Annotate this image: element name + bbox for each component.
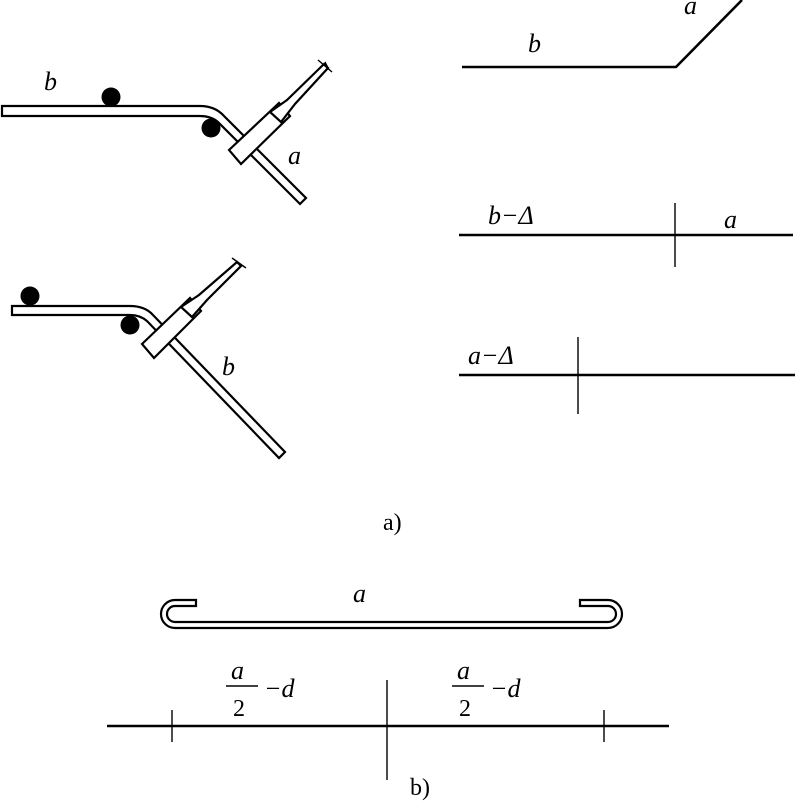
roller-pin-top-2: [20, 286, 40, 306]
caption-part-b: b): [410, 775, 430, 801]
roller-pin-bend-2: [120, 315, 140, 335]
svg-text:−d: −d: [490, 674, 522, 703]
roller-pin-bend: [201, 118, 221, 138]
hooked-bar: a: [159, 579, 624, 630]
label-mid-left-b: b: [222, 352, 235, 381]
caption-part-a: a): [383, 510, 402, 536]
rebar-bent-2: [10, 304, 287, 460]
bending-wrench-1: [227, 59, 333, 166]
label-b-minus-delta: b−Δ: [488, 201, 534, 230]
bending-wrench-2: [140, 257, 247, 360]
roller-pin-top: [101, 87, 121, 107]
half-marking-line: a 2 −d a 2 −d: [107, 656, 669, 780]
bent-bar-shape: a b: [462, 0, 743, 69]
bending-setup-1: b a: [0, 59, 333, 206]
svg-text:−d: −d: [264, 674, 296, 703]
marking-line-1: b−Δ a: [459, 201, 793, 267]
label-top-left-a: a: [288, 141, 301, 170]
svg-text:a: a: [457, 656, 470, 685]
svg-text:a: a: [231, 656, 244, 685]
svg-text:2: 2: [459, 696, 471, 722]
fraction-left: a 2 −d: [226, 656, 296, 722]
bending-setup-2: b: [10, 257, 287, 460]
fraction-right: a 2 −d: [452, 656, 522, 722]
label-hook-a: a: [353, 579, 366, 608]
label-top-right-b: b: [528, 29, 541, 58]
label-top-right-a: a: [684, 0, 697, 20]
label-row2-a: a: [724, 205, 737, 234]
label-top-left-b: b: [44, 67, 57, 96]
marking-line-2: a−Δ: [459, 337, 795, 414]
svg-text:2: 2: [233, 696, 245, 722]
rebar-bent-1: [0, 104, 308, 206]
label-a-minus-delta: a−Δ: [468, 341, 514, 370]
